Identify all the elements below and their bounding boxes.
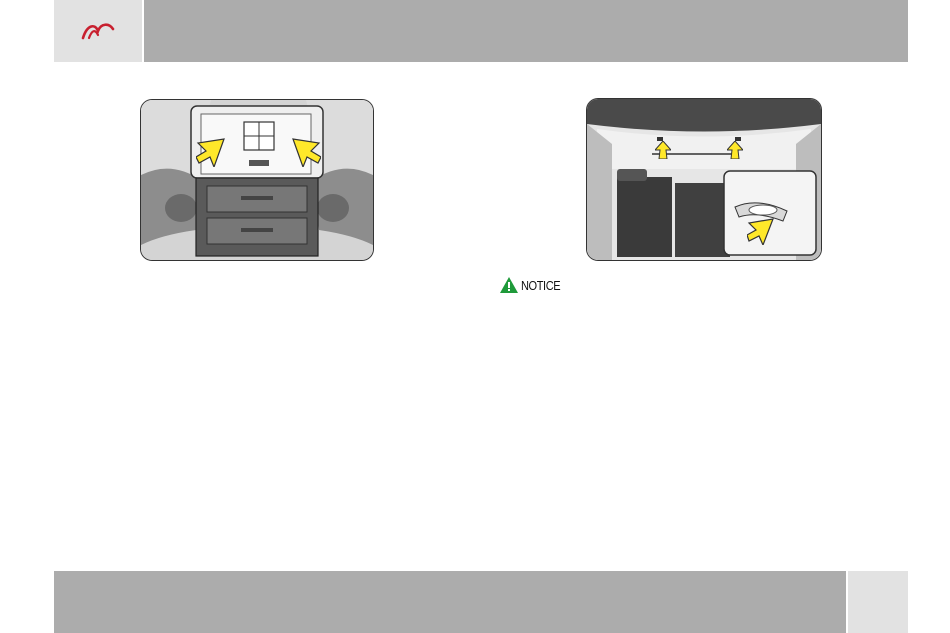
overhead-console-figure xyxy=(140,99,374,261)
notice-heading: NOTICE xyxy=(500,276,567,294)
notice-label: NOTICE xyxy=(521,278,560,293)
mahindra-logo-icon xyxy=(79,21,117,41)
arrow-icon xyxy=(747,217,775,245)
arrow-icon xyxy=(727,141,743,159)
arrow-icon xyxy=(291,137,321,167)
arrow-icon xyxy=(655,141,671,159)
arrow-icon xyxy=(196,137,226,167)
warning-triangle-icon xyxy=(500,277,518,293)
footer-bar xyxy=(54,571,846,633)
header-bar xyxy=(144,0,908,62)
header-logo-box xyxy=(54,0,142,62)
footer-page-box xyxy=(848,571,908,633)
cargo-area-figure xyxy=(586,98,822,261)
